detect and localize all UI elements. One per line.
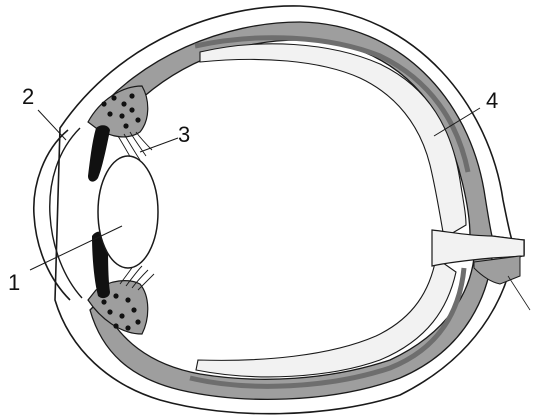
lens	[98, 156, 158, 268]
optic-axis-line	[508, 276, 530, 310]
label-4: 4	[486, 88, 498, 113]
label-3: 3	[178, 122, 190, 147]
label-2: 2	[22, 84, 34, 109]
label-1: 1	[8, 270, 20, 295]
